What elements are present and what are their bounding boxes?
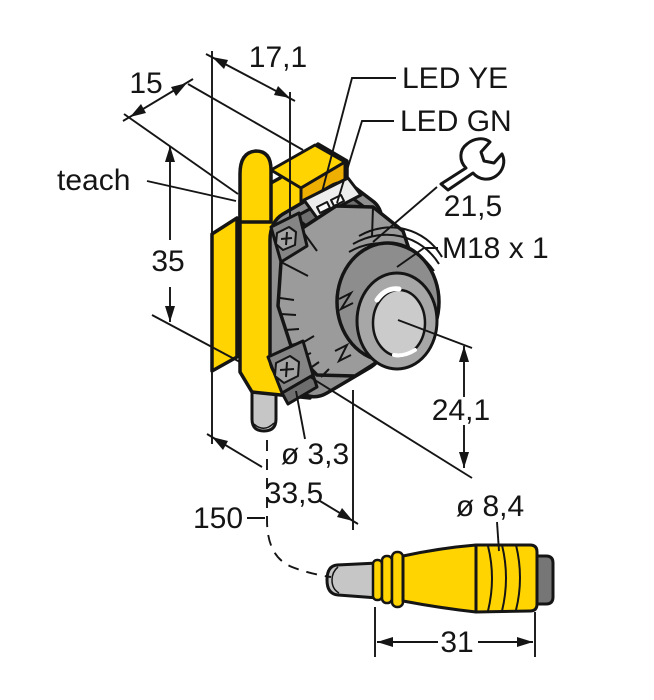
mounting-hole-dia-label: ø 3,3 (281, 438, 349, 471)
cable-length-callout: 150 (193, 440, 332, 578)
teach-callout: teach (57, 164, 237, 202)
wrench-callout: 21,5 (372, 137, 506, 243)
cable-length-label: 150 (193, 502, 243, 535)
dim-depth: 17,1 (205, 41, 307, 102)
connector-boot (371, 543, 539, 614)
teach-label: teach (57, 164, 130, 197)
led-yellow-callout: LED YE (321, 62, 508, 193)
dim-depth-label: 17,1 (249, 41, 307, 74)
dim-lens-axis: 24,1 (309, 319, 490, 479)
thread-label: M18 x 1 (442, 232, 549, 265)
connector-assembly (325, 543, 555, 614)
wrench-icon (439, 137, 506, 192)
led-panel (302, 176, 363, 220)
wrench-size-label: 21,5 (444, 190, 502, 223)
sensor-body (210, 142, 443, 433)
dim-connector-length-label: 31 (440, 626, 473, 659)
thread-marks (334, 290, 354, 364)
dim-lens-axis-label: 24,1 (432, 394, 490, 427)
thread-callout: M18 x 1 (396, 232, 549, 268)
dim-length-label: 33,5 (265, 477, 323, 510)
dim-connector-length: 31 (374, 607, 536, 659)
teach-button (238, 149, 273, 224)
dim-height-label: 35 (151, 245, 184, 278)
dim-width-label: 15 (129, 67, 162, 100)
dim-width: 15 (122, 67, 304, 195)
lens-face (371, 288, 427, 358)
dim-height: 35 (151, 146, 241, 363)
led-green-callout: LED GN (336, 105, 512, 204)
dimension-lines: 17,1 15 35 teach LED YE (57, 41, 549, 659)
lens (355, 271, 439, 371)
connector-dia-callout: ø 8,4 (456, 490, 524, 552)
led-yellow-label: LED YE (402, 62, 508, 95)
mounting-hole-callout: ø 3,3 (281, 390, 349, 471)
connector-dia-label: ø 8,4 (456, 490, 524, 523)
led-green-label: LED GN (400, 105, 512, 138)
cable-route-dashed (266, 440, 332, 578)
connector-cable (325, 561, 380, 600)
lower-clamp (266, 339, 319, 406)
dim-length: 33,5 (206, 390, 359, 530)
